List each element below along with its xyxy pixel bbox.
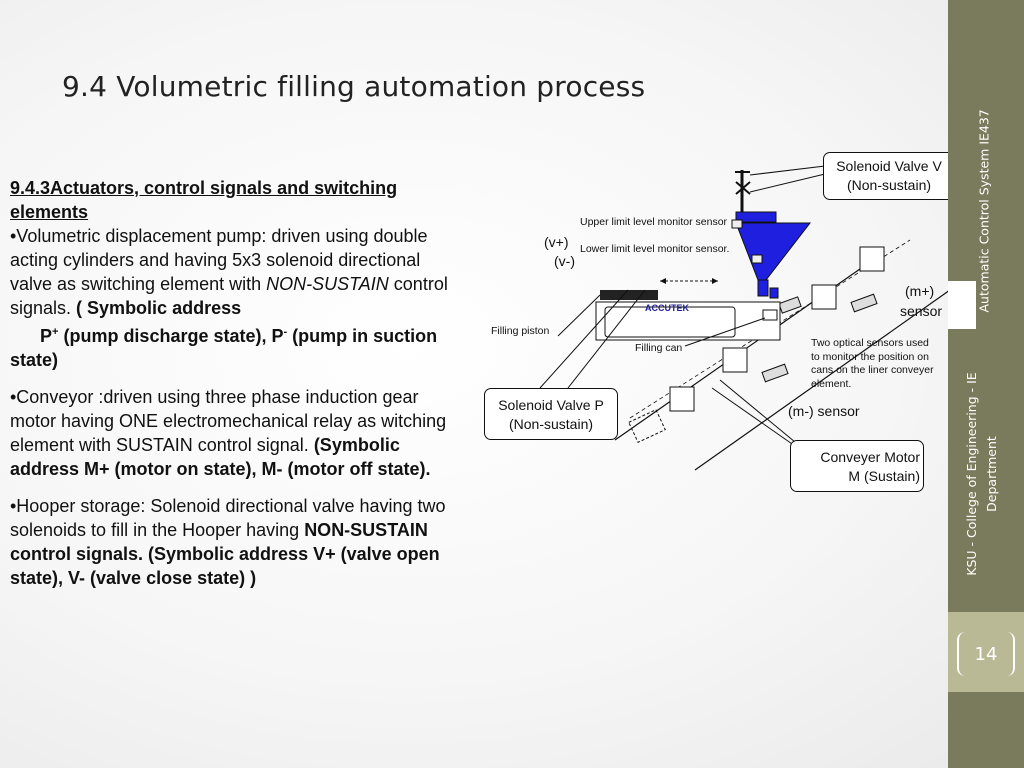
m-plus-label: (m+) bbox=[905, 283, 935, 299]
sensor-box-m-minus bbox=[669, 386, 695, 412]
pump-symbolic-label: ( Symbolic address bbox=[76, 298, 242, 318]
pump-text: •Volumetric displacement pump: driven us… bbox=[10, 226, 428, 294]
pump-minus-sup: - bbox=[283, 326, 288, 338]
pump-p-plus: P bbox=[40, 326, 53, 346]
pump-plus-sup: + bbox=[52, 326, 59, 338]
motor-line-1: Conveyer Motor bbox=[820, 449, 920, 465]
page-number-frame bbox=[957, 632, 1015, 676]
diagram-drawing bbox=[539, 165, 948, 471]
filling-piston-block bbox=[600, 290, 658, 300]
optical-note-2: to monitor the position on bbox=[811, 350, 929, 363]
sidebar-tab bbox=[948, 281, 976, 329]
accutek-logo: ACCUTEK bbox=[645, 303, 689, 313]
heading-line-2: elements bbox=[10, 202, 89, 222]
upper-sensor-label: Upper limit level monitor sensor bbox=[580, 216, 728, 228]
conveyer-motor-callout: Conveyer Motor M (Sustain) bbox=[790, 440, 924, 492]
solenoid-p-line-2: (Non-sustain) bbox=[508, 416, 594, 432]
solenoid-p-line-1: Solenoid Valve P bbox=[498, 397, 604, 413]
v-minus-label: (v-) bbox=[554, 253, 575, 269]
pump-discharge: (pump discharge state), P bbox=[58, 326, 284, 346]
motor-line-2: M (Sustain) bbox=[848, 468, 920, 484]
sensor-box-mid bbox=[722, 347, 748, 373]
solenoid-v-line-1: Solenoid Valve V bbox=[836, 158, 942, 174]
optical-note-3: cans on the liner conveyer bbox=[811, 364, 934, 376]
m-minus-sensor-label: (m-) sensor bbox=[788, 403, 860, 419]
college-line-2: Department bbox=[984, 436, 999, 512]
solenoid-valve-v-callout: Solenoid Valve V (Non-sustain) bbox=[823, 152, 955, 200]
optical-note-1: Two optical sensors used bbox=[811, 337, 929, 349]
solenoid-valve-p-callout: Solenoid Valve P (Non-sustain) bbox=[484, 388, 618, 440]
filling-piston-label: Filling piston bbox=[491, 325, 550, 337]
optical-note-4: element. bbox=[811, 377, 852, 390]
filling-process-diagram: Solenoid Valve V (Non-sustain) Upper lim… bbox=[480, 150, 955, 500]
pump-text-2: control signals. bbox=[10, 274, 448, 318]
pump-suction: (pump in suction state) bbox=[10, 326, 438, 370]
hopper-text: •Hooper storage: Solenoid directional va… bbox=[10, 496, 446, 540]
heading-line-1: 9.4.3Actuators, control signals and swit… bbox=[10, 178, 398, 198]
solenoid-v-line-2: (Non-sustain) bbox=[846, 177, 932, 193]
page-title: 9.4 Volumetric filling automation proces… bbox=[62, 70, 646, 103]
section-heading: 9.4.3Actuators, control signals and swit… bbox=[10, 176, 450, 224]
college-name: KSU - College of Engineering - IE Depart… bbox=[962, 354, 1002, 594]
pump-non-sustain: NON-SUSTAIN bbox=[266, 274, 389, 294]
optical-sensors-note: Two optical sensors used to monitor the … bbox=[811, 337, 934, 391]
conveyor-symbolic: (Symbolic address M+ (motor on state), M… bbox=[10, 435, 431, 479]
lower-sensor-label: Lower limit level monitor sensor. bbox=[580, 243, 730, 255]
sensor-box-m-plus bbox=[811, 284, 837, 310]
college-line-1: KSU - College of Engineering - IE bbox=[964, 372, 979, 576]
hopper-symbolic: NON-SUSTAIN control signals. (Symbolic a… bbox=[10, 520, 440, 588]
m-plus-sensor-label: sensor bbox=[900, 303, 943, 319]
sidebar-page-area bbox=[948, 612, 1024, 692]
body-text: 9.4.3Actuators, control signals and swit… bbox=[10, 176, 450, 590]
paragraph-pump: •Volumetric displacement pump: driven us… bbox=[10, 224, 450, 372]
page-number: 14 bbox=[974, 644, 998, 665]
conveyor-text: •Conveyor :driven using three phase indu… bbox=[10, 387, 447, 455]
paragraph-conveyor: •Conveyor :driven using three phase indu… bbox=[10, 385, 450, 481]
sensor-box-top bbox=[859, 246, 885, 272]
v-plus-label: (v+) bbox=[544, 234, 569, 250]
course-name: Automatic Control System IE437 bbox=[976, 109, 992, 313]
filling-can-label: Filling can bbox=[635, 342, 683, 354]
paragraph-hopper: •Hooper storage: Solenoid directional va… bbox=[10, 494, 450, 590]
